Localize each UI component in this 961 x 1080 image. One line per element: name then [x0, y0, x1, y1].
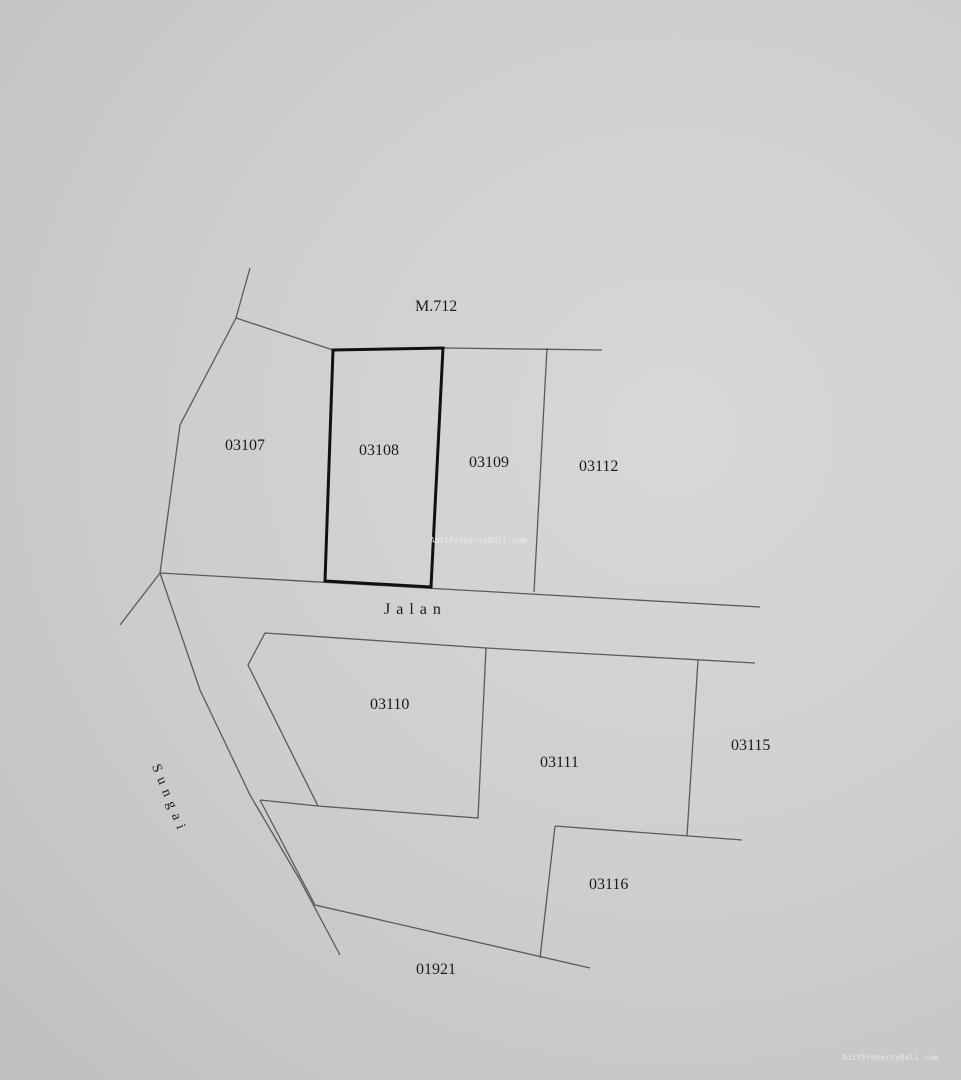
parcel-divider: [686, 659, 699, 837]
river-line: [159, 572, 341, 956]
road-label-middle: Jalan: [384, 601, 447, 618]
parcel-divider: [554, 825, 743, 841]
parcel-label: 03107: [225, 437, 265, 454]
jalan-south-line: [485, 647, 756, 664]
parcel-divider: [259, 799, 319, 807]
parcel-divider: [533, 347, 548, 593]
road-label-top: M.712: [415, 298, 458, 315]
watermark: AditPropertyBali.com: [430, 536, 527, 545]
parcel-outline-03110: [247, 632, 487, 819]
parcel-label: 03109: [469, 454, 509, 471]
parcel-label: 03116: [589, 876, 629, 893]
jalan-north-line: [159, 572, 761, 608]
watermark-corner: AditPropertyBali.com: [842, 1053, 939, 1062]
highlighted-parcel-outline: [323, 346, 445, 589]
west-boundary-line: [159, 317, 237, 574]
branch-line: [119, 572, 161, 626]
parcel-label: 03115: [731, 737, 771, 754]
parcel-label: 03111: [540, 754, 579, 771]
parcel-label: 03112: [579, 458, 619, 475]
parcel-divider: [259, 799, 591, 969]
parcel-label-highlighted: 03108: [359, 442, 399, 459]
parcel-divider: [539, 825, 556, 959]
bottom-label: 01921: [416, 961, 456, 978]
parcel-label: 03110: [370, 696, 410, 713]
